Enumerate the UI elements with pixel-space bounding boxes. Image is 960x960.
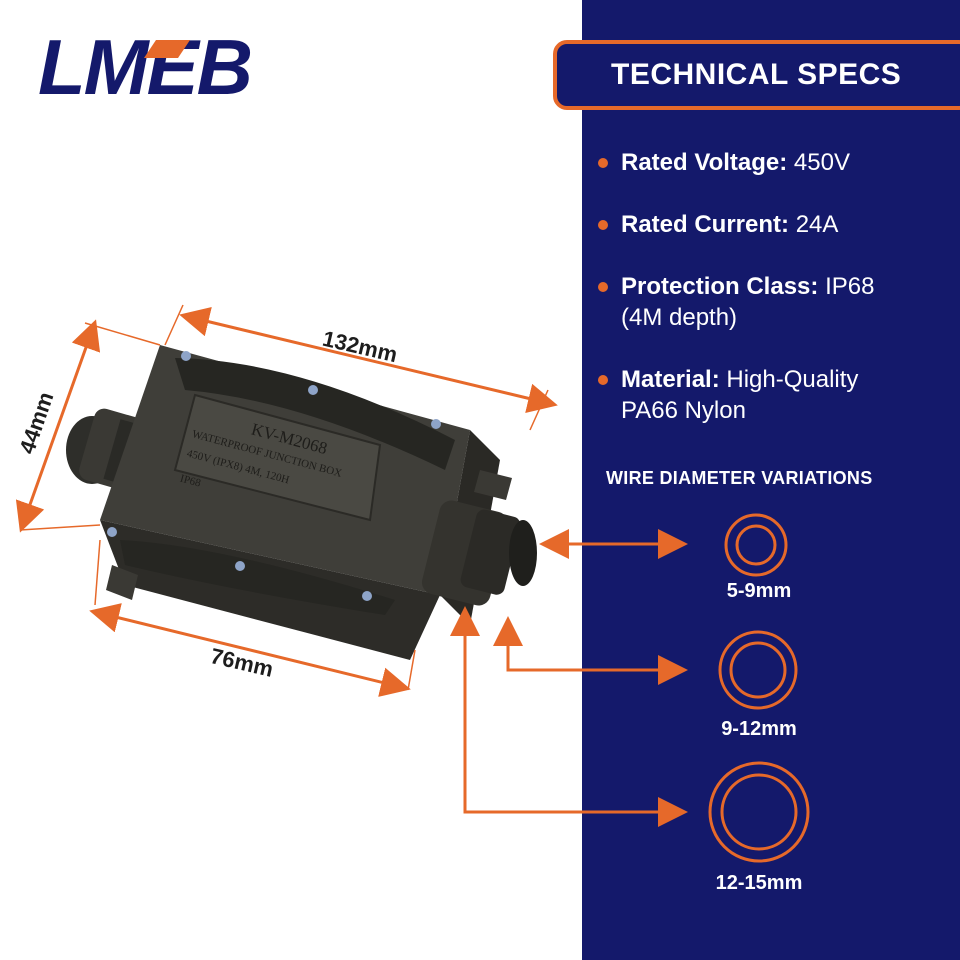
spec-voltage: Rated Voltage: 450V (621, 147, 921, 178)
ring-small-inner (735, 524, 777, 566)
wire-section-title: WIRE DIAMETER VARIATIONS (606, 468, 873, 488)
spec-value: High-Quality PA66 Nylon (621, 366, 859, 424)
ring-small-outer (724, 513, 788, 577)
ring-large-outer (708, 761, 810, 863)
spec-value: 450V (793, 149, 850, 176)
spec-current: Rated Current: 24A (621, 209, 921, 240)
spec-label: Protection Class: (621, 273, 819, 300)
ring-large-inner (720, 773, 798, 851)
bullet-dot (598, 282, 608, 292)
wire-size-medium: 9-12mm (721, 718, 797, 740)
bullet-dot (598, 158, 608, 168)
specs-title: TECHNICAL SPECS (553, 40, 960, 110)
spec-label: Rated Current: (621, 211, 790, 238)
brand-logo: LMEB (38, 28, 348, 108)
spec-protection: Protection Class: IP68 (4M depth) (621, 271, 921, 333)
bullet-dot (598, 375, 608, 385)
wire-size-large: 12-15mm (715, 872, 803, 894)
right-cable-gland (421, 500, 537, 606)
svg-text:LMEB: LMEB (38, 28, 251, 108)
spec-label: Material: (621, 366, 720, 393)
bullet-dot (598, 220, 608, 230)
dimension-arrows (15, 304, 688, 827)
spec-value: IP68 (4M depth) (621, 273, 875, 331)
spec-value: 24A (795, 211, 839, 238)
ring-medium-inner (729, 641, 787, 699)
wire-rings (708, 513, 810, 863)
spec-label: Rated Voltage: (621, 149, 788, 176)
wire-size-small: 5-9mm (726, 580, 792, 602)
ring-medium-outer (718, 630, 798, 710)
spec-material: Material: High-Quality PA66 Nylon (621, 364, 921, 426)
